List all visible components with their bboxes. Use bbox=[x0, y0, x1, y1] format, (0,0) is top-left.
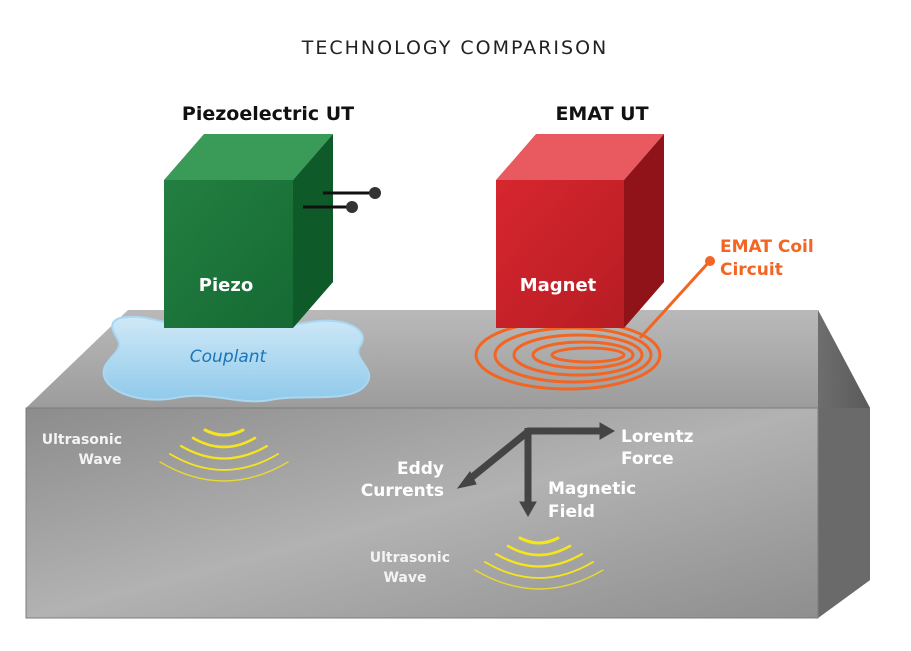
eddy-label-line1: Eddy bbox=[397, 459, 444, 479]
wave-right-label-line1: Ultrasonic bbox=[370, 550, 450, 566]
magnetic-label-line2: Field bbox=[548, 502, 595, 522]
emat-coil-label-line1: EMAT Coil bbox=[720, 237, 814, 257]
lorentz-label-line2: Force bbox=[621, 449, 674, 469]
lorentz-label-line1: Lorentz bbox=[621, 427, 694, 447]
magnet-block-label: Magnet bbox=[520, 275, 597, 296]
piezo-block bbox=[164, 134, 381, 328]
emat-coil-terminal bbox=[705, 256, 715, 266]
force-vector-diagram bbox=[456, 422, 616, 518]
diagram-title: TECHNOLOGY COMPARISON bbox=[301, 37, 609, 59]
slab-front-face bbox=[26, 408, 818, 618]
magnetic-label-line1: Magnetic bbox=[548, 479, 636, 499]
eddy-label-line2: Currents bbox=[361, 481, 444, 501]
emat-heading: EMAT UT bbox=[555, 103, 648, 125]
magnet-block bbox=[496, 134, 664, 328]
eddy-currents-arrow bbox=[463, 427, 533, 485]
couplant-label: Couplant bbox=[190, 347, 268, 367]
emat-coil-lead bbox=[638, 260, 711, 340]
ultrasonic-wave-right bbox=[474, 536, 604, 590]
piezo-heading: Piezoelectric UT bbox=[182, 103, 354, 125]
wave-left-label-line2: Wave bbox=[78, 452, 121, 468]
piezo-block-label: Piezo bbox=[199, 275, 253, 296]
ultrasonic-wave-left bbox=[159, 428, 289, 482]
wave-right-label-line2: Wave bbox=[383, 570, 426, 586]
emat-coil-label-line2: Circuit bbox=[720, 260, 783, 280]
wave-left-label-line1: Ultrasonic bbox=[42, 432, 122, 448]
